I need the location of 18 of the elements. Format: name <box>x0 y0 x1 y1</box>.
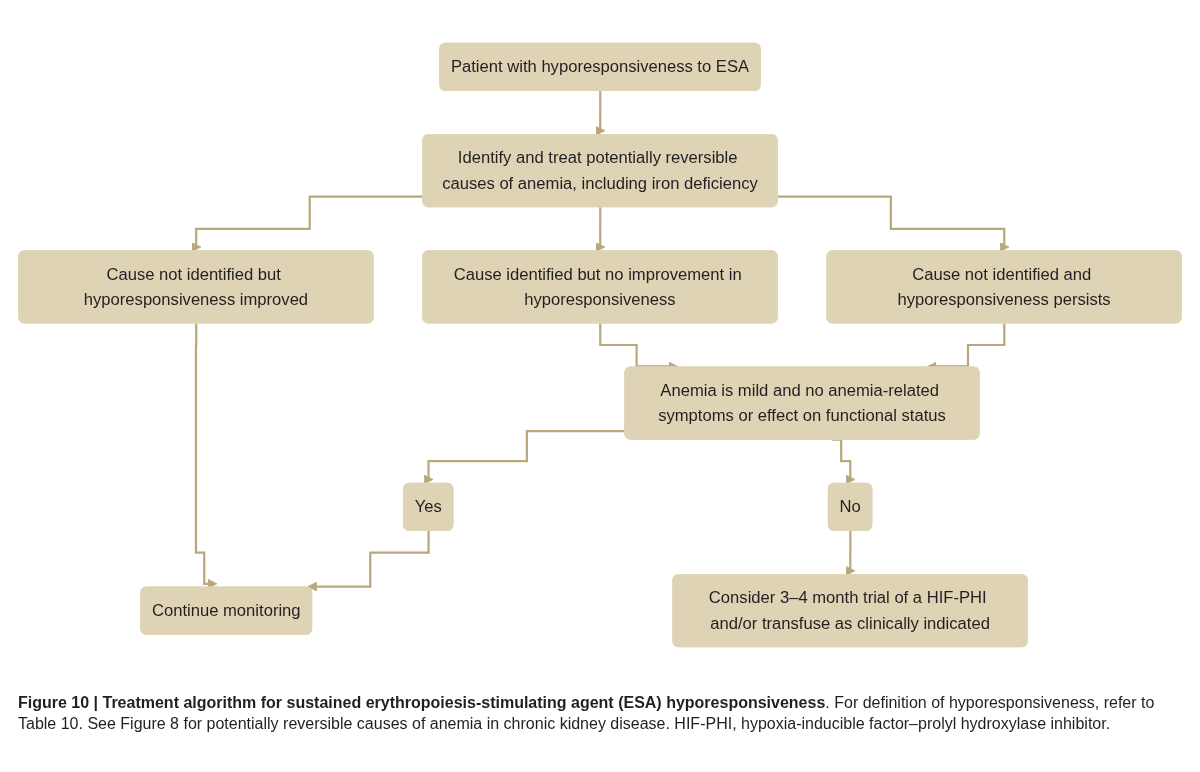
process-box: Cause not identified but hyporesponsiveness improved <box>18 250 374 324</box>
process-box: Cause not identified and hyporesponsiveness persists <box>826 250 1182 324</box>
arrow <box>777 195 1010 252</box>
figure-caption: Figure 10 | Treatment algorithm for sustained erythropoiesis-stimulating agent (ESA) hyporesponsiveness. For definition of hyporesponsiveness, refer to Table 10. See Figure 8 for potentially reversible causes of anemia in chronic kidney disease. HIF-PHI, hypoxia-inducible factor–prolyl hydroxylase inhibitor. <box>18 693 1156 734</box>
process-box: Consider 3–4 month trial of a HIF-PHI and/or transfuse as clinically indicated <box>672 574 1028 648</box>
process-box: Yes <box>403 482 454 531</box>
process-box: Patient with hyporesponsiveness to ESA <box>439 42 761 91</box>
arrow <box>194 322 218 589</box>
process-box: Continue monitoring <box>140 586 313 635</box>
process-box: No <box>827 482 873 531</box>
arrow <box>845 529 856 576</box>
arrow <box>595 206 606 252</box>
arrow <box>423 430 626 485</box>
process-box: Cause identified but no improvement in hyporesponsiveness <box>422 250 778 324</box>
process-box: Anemia is mild and no anemia-related symptoms or effect on functional status <box>624 366 980 440</box>
arrow <box>595 89 606 136</box>
process-box: Identify and treat potentially reversible causes of anemia, including iron deficiency <box>422 134 778 208</box>
arrow <box>307 529 430 592</box>
